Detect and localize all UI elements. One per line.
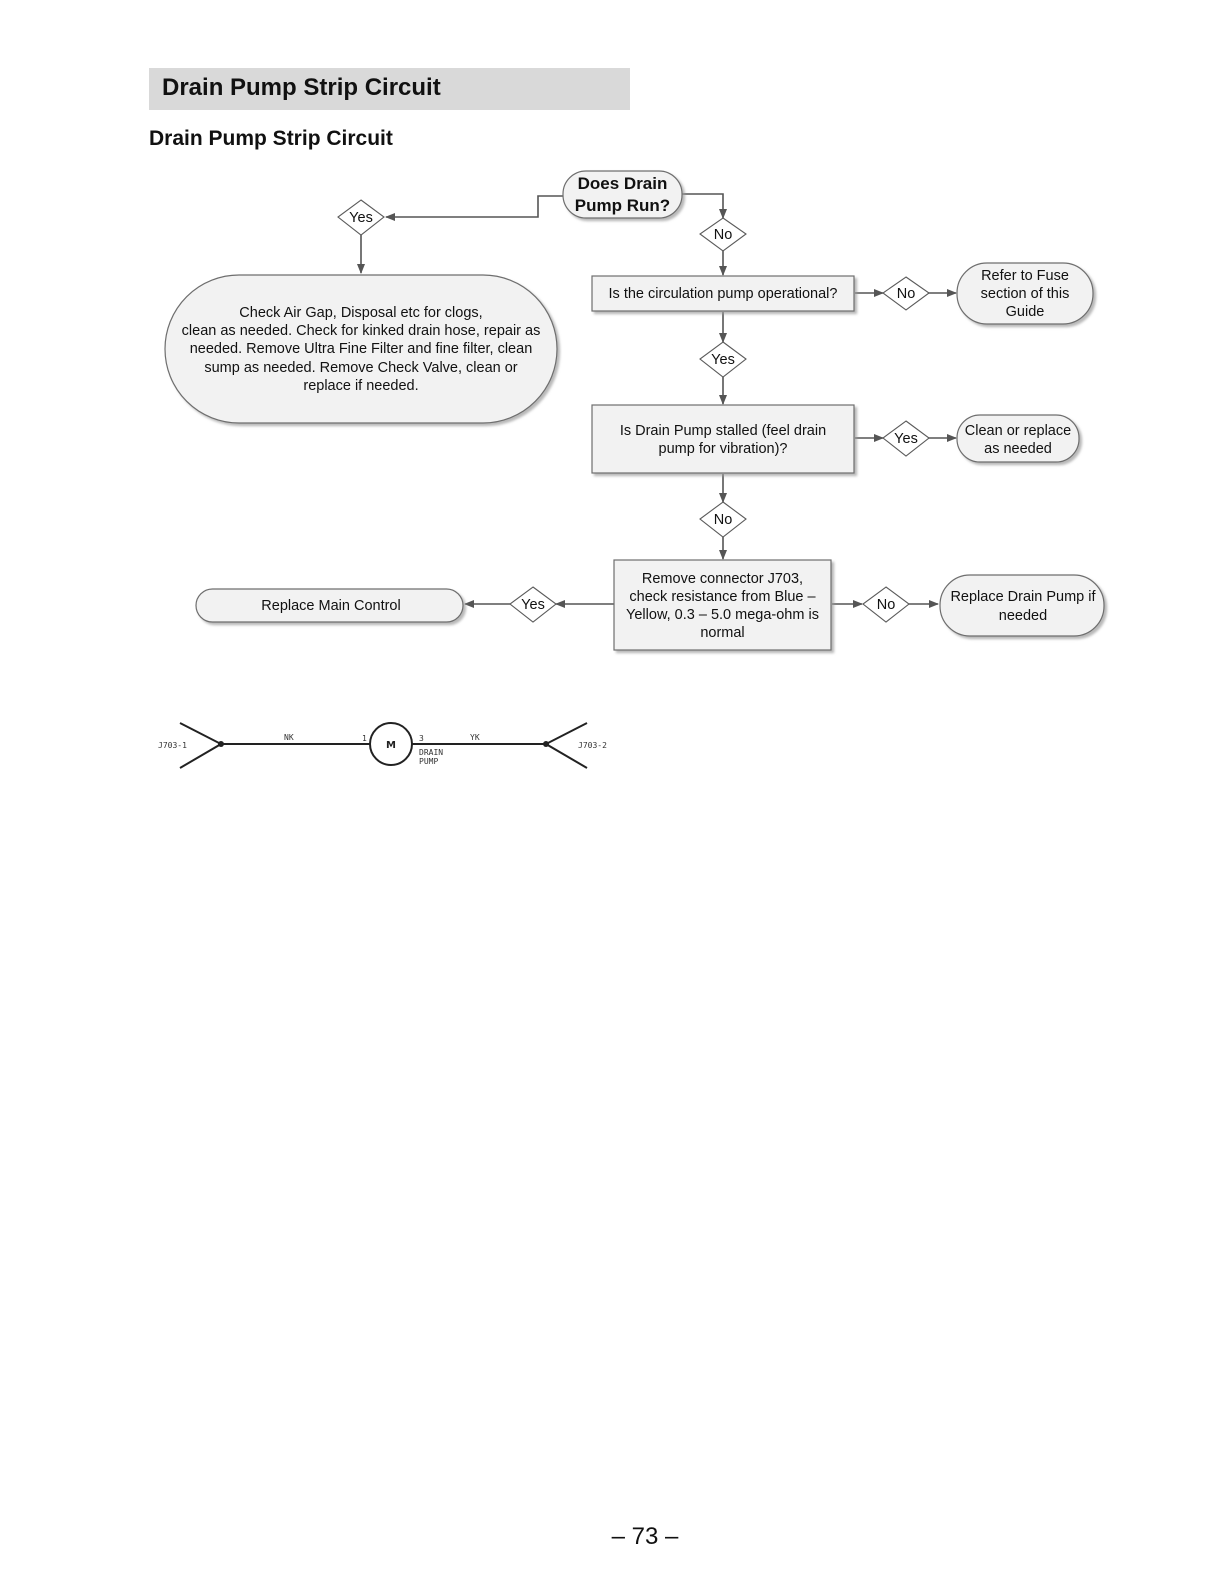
circulation-pump-text: Is the circulation pump operational? [609,286,838,302]
clean-or-replace-line-2: as needed [984,441,1052,457]
decision-yes-circulation: Yes [699,341,747,378]
decision-no-circulation-label: No [897,286,916,302]
replace-drain-pump-line-2: needed [999,608,1047,624]
motor-symbol-label: M [386,740,396,751]
motor-label-line-2: PUMP [419,757,438,766]
decision-no-stalled: No [699,501,747,538]
flowchart-connectors [357,193,957,608]
decision-no-circulation: No [882,276,930,311]
section-title-banner: Drain Pump Strip Circuit [149,68,630,110]
drain-pump-schematic: J703-1 NK 1 M 3 YK DRAIN PUMP J703-2 [158,722,607,769]
motor-pin-left: 1 [362,734,367,743]
right-wire-label: YK [470,733,480,742]
clean-or-replace-line-1: Clean or replace [965,423,1071,439]
flowchart-diagram: Does Drain Pump Run? Yes No Check Air Ga… [158,170,1105,769]
connector-start-to-no [682,193,727,219]
decision-yes-resistance-label: Yes [521,597,545,613]
decision-yes-resistance: Yes [509,586,557,623]
replace-drain-pump-node: Replace Drain Pump if needed [939,574,1105,637]
decision-no-stalled-label: No [714,512,733,528]
connector-start-to-yes [385,195,563,221]
decision-no-resistance: No [862,586,910,623]
remove-connector-line-3: Yellow, 0.3 – 5.0 mega-ohm is [626,607,819,623]
circulation-pump-node: Is the circulation pump operational? [591,275,855,312]
page-subtitle: Drain Pump Strip Circuit [149,127,393,150]
check-air-gap-node: Check Air Gap, Disposal etc for clogs, c… [164,274,558,424]
drain-pump-stalled-line-1: Is Drain Pump stalled (feel drain [620,423,826,439]
remove-connector-line-4: normal [700,625,744,641]
decision-yes-stalled-label: Yes [894,431,918,447]
refer-to-fuse-node: Refer to Fuse section of this Guide [956,262,1094,325]
drain-pump-stalled-line-2: pump for vibration)? [659,441,788,457]
decision-no-pump-not-run: No [699,217,747,252]
check-air-gap-line-5: replace if needed. [303,378,418,394]
remove-connector-line-1: Remove connector J703, [642,571,803,587]
left-connector-label: J703-1 [158,741,187,750]
decision-yes-circulation-label: Yes [711,352,735,368]
decision-yes-pump-runs-label: Yes [349,210,373,226]
right-connector-label: J703-2 [578,741,607,750]
left-wire-label: NK [284,733,294,742]
decision-no-pump-not-run-label: No [714,227,733,243]
start-node-line-2: Pump Run? [575,196,670,215]
remove-connector-node: Remove connector J703, check resistance … [613,559,832,651]
right-connector-node-dot [543,741,549,747]
motor-label-line-1: DRAIN [419,748,443,757]
decision-yes-pump-runs: Yes [337,199,385,236]
start-node-line-1: Does Drain [578,174,668,193]
page-number: – 73 – [611,1523,679,1550]
remove-connector-line-2: check resistance from Blue – [629,589,816,605]
replace-main-control-node: Replace Main Control [195,588,464,623]
decision-no-resistance-label: No [877,597,896,613]
decision-yes-stalled: Yes [882,420,930,457]
motor-pin-right: 3 [419,734,424,743]
refer-to-fuse-line-2: section of this [981,286,1070,302]
refer-to-fuse-line-3: Guide [1006,304,1045,320]
check-air-gap-line-2: clean as needed. Check for kinked drain … [182,323,541,339]
check-air-gap-line-4: sump as needed. Remove Check Valve, clea… [204,360,517,376]
check-air-gap-line-3: needed. Remove Ultra Fine Filter and fin… [190,341,533,357]
start-node-does-drain-pump-run: Does Drain Pump Run? [562,170,683,219]
replace-drain-pump-line-1: Replace Drain Pump if [950,589,1096,605]
drain-pump-stalled-node: Is Drain Pump stalled (feel drain pump f… [591,404,855,474]
refer-to-fuse-line-1: Refer to Fuse [981,268,1069,284]
replace-main-control-text: Replace Main Control [261,598,400,614]
clean-or-replace-node: Clean or replace as needed [956,414,1080,463]
check-air-gap-line-1: Check Air Gap, Disposal etc for clogs, [239,305,482,321]
